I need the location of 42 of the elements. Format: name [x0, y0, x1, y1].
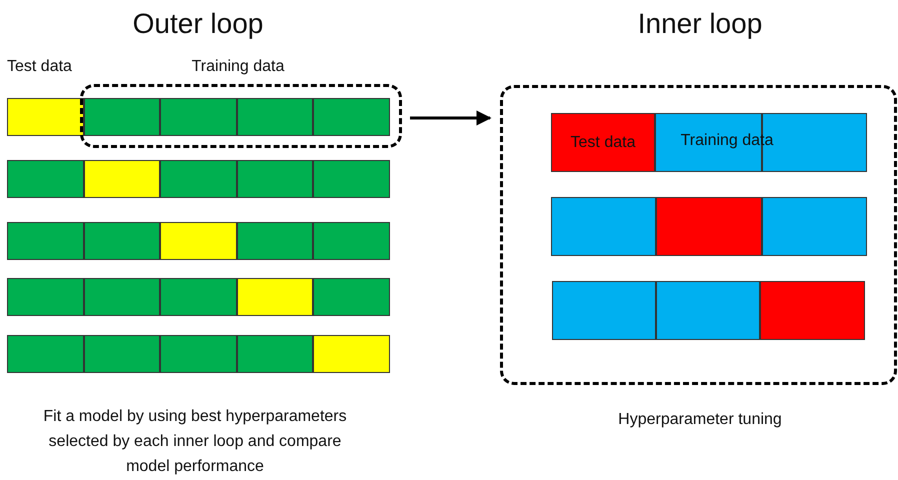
column-label: Test data [7, 58, 72, 76]
data-fold-cell [237, 98, 313, 136]
data-fold-cell [551, 113, 655, 172]
data-fold-cell [7, 222, 84, 260]
data-fold-cell [760, 281, 865, 340]
data-fold-cell [160, 335, 237, 373]
heading: Inner loop [638, 8, 762, 40]
data-fold-cell [84, 335, 160, 373]
data-fold-cell [160, 160, 237, 198]
data-fold-cell [7, 98, 84, 136]
data-fold-cell [84, 222, 160, 260]
data-fold-cell [313, 98, 390, 136]
note: Fit a model by using best hyperparameters selected by each inner loop and compare model performance [42, 407, 348, 477]
data-fold-cell [762, 197, 867, 256]
data-fold-cell [313, 160, 390, 198]
data-fold-cell [160, 222, 237, 260]
data-fold-cell [7, 160, 84, 198]
data-fold-cell [656, 281, 760, 340]
data-fold-cell [84, 278, 160, 316]
data-fold-cell [552, 281, 656, 340]
data-fold-cell [160, 98, 237, 136]
arrow [410, 110, 492, 126]
data-fold-cell [237, 278, 313, 316]
data-fold-cell [237, 222, 313, 260]
dashed-group-box [80, 84, 402, 148]
data-fold-cell [313, 278, 390, 316]
data-fold-cell [7, 278, 84, 316]
data-fold-cell [313, 335, 390, 373]
caption: Hyperparameter tuning [618, 411, 782, 429]
data-fold-cell [313, 222, 390, 260]
data-fold-cell [160, 278, 237, 316]
data-fold-cell [551, 197, 656, 256]
cell-label: Test data [570, 134, 636, 152]
data-fold-cell [237, 335, 313, 373]
data-fold-cell [656, 197, 762, 256]
heading: Outer loop [132, 8, 264, 40]
data-fold-cell [84, 160, 160, 198]
dashed-group-box [500, 85, 897, 385]
data-fold-cell [84, 98, 160, 136]
data-fold-cell [237, 160, 313, 198]
column-label: Training data [192, 58, 284, 76]
data-fold-cell [7, 335, 84, 373]
